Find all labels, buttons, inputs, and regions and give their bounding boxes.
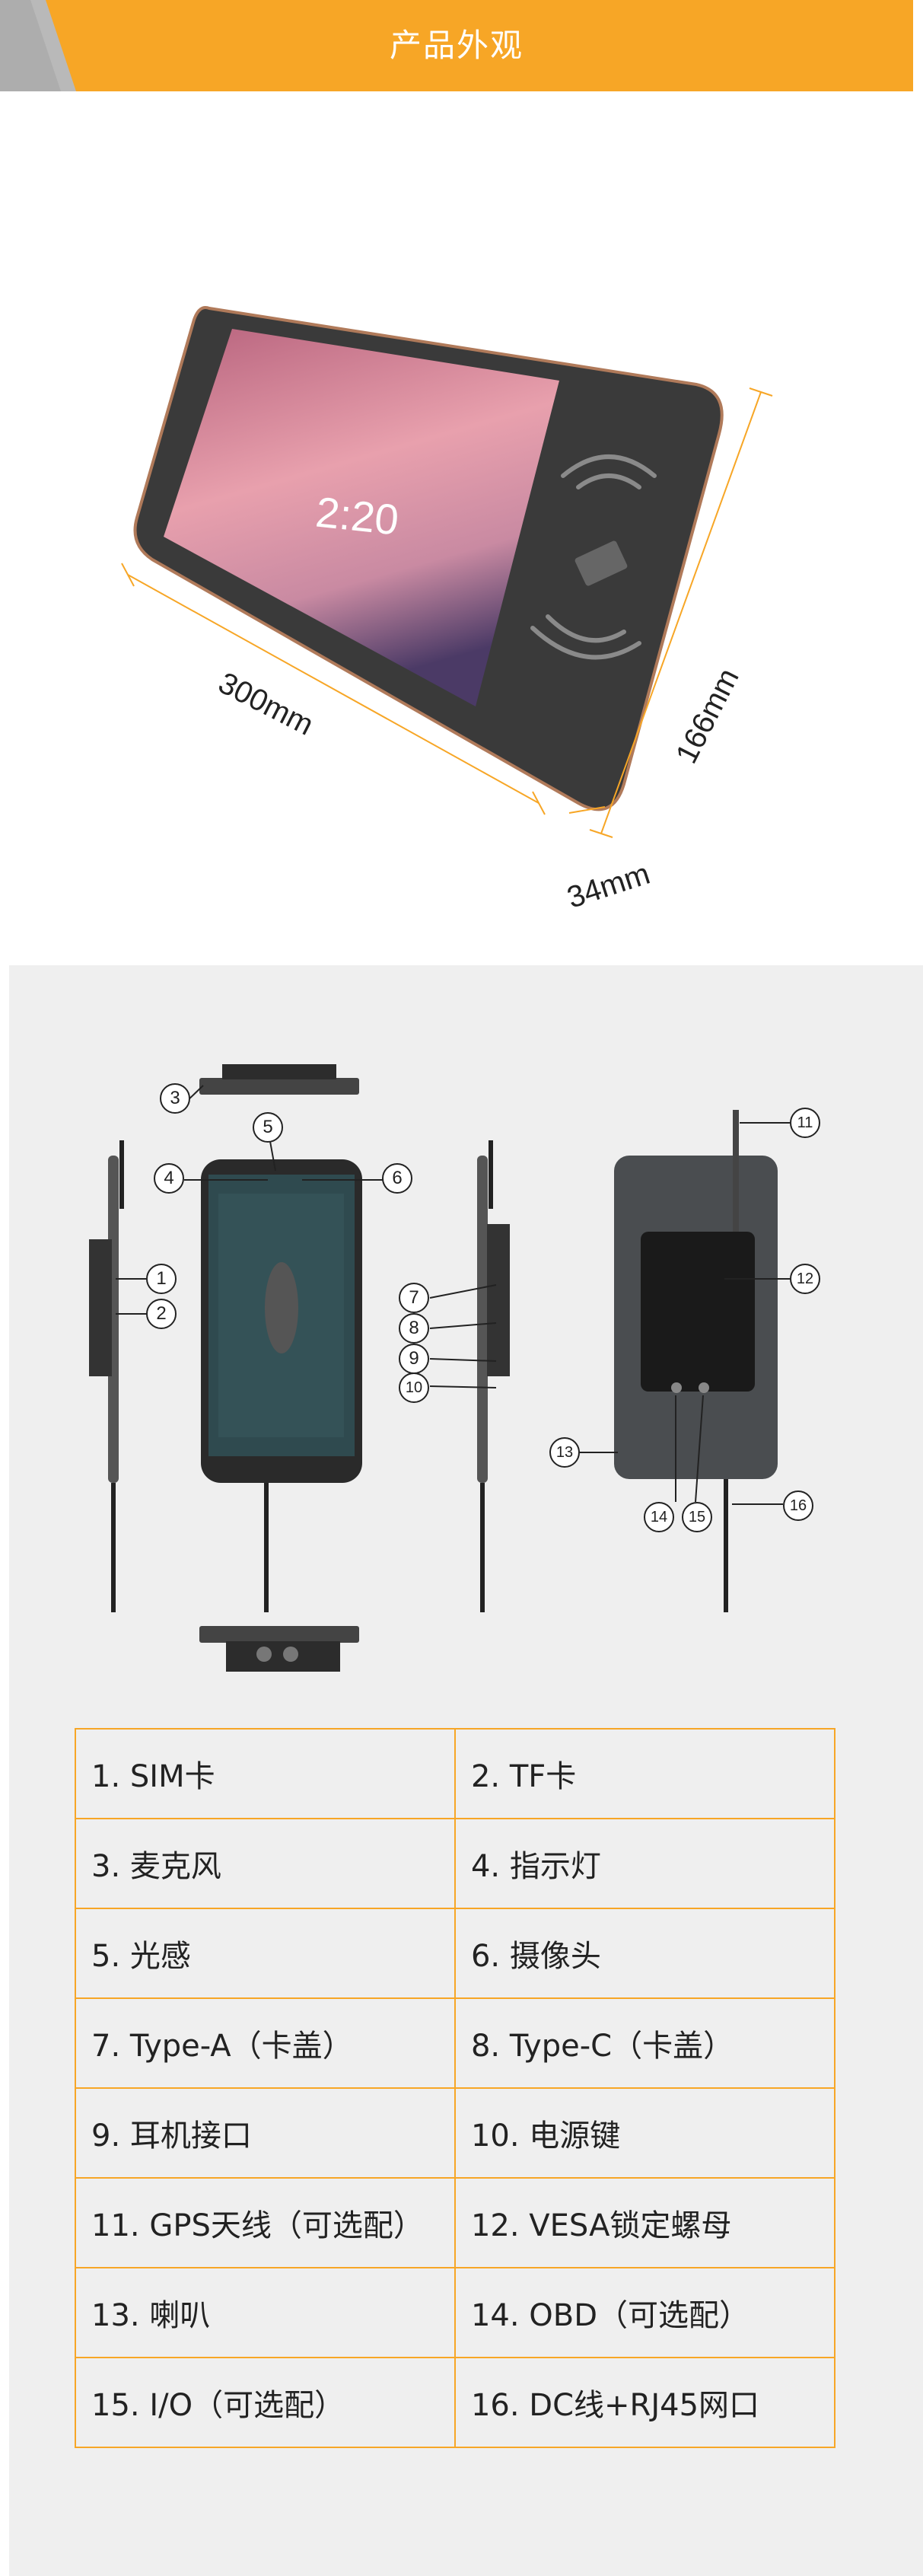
- table-cell: 10. 电源键: [454, 2087, 836, 2179]
- tablet-screen: [164, 329, 559, 706]
- table-cell: 1. SIM卡: [75, 1728, 456, 1819]
- table-cell: 6. 摄像头: [454, 1908, 836, 1999]
- table-cell: 4. 指示灯: [454, 1818, 836, 1909]
- table-cell: 9. 耳机接口: [75, 2087, 456, 2179]
- table-cell: 14. OBD（可选配）: [454, 2267, 836, 2358]
- callout-7: 7: [399, 1283, 429, 1313]
- callout-14: 14: [644, 1502, 674, 1532]
- callout-11: 11: [790, 1108, 820, 1138]
- callout-2: 2: [146, 1299, 177, 1329]
- detail-panel: 3 5 4 6 1 2 7 8 9 10 11 12 13 14 15 16 1…: [9, 965, 923, 2576]
- callout-5: 5: [253, 1112, 283, 1143]
- table-row: 5. 光感 6. 摄像头: [75, 1908, 836, 1999]
- section-header: 产品外观: [0, 0, 913, 91]
- table-cell: 16. DC线+RJ45网口: [454, 2357, 836, 2448]
- table-cell: 3. 麦克风: [75, 1818, 456, 1909]
- callout-12: 12: [790, 1264, 820, 1294]
- callout-6: 6: [382, 1163, 412, 1194]
- screen-clock: 2:20: [314, 487, 401, 544]
- callout-8: 8: [399, 1313, 429, 1344]
- table-cell: 7. Type-A（卡盖）: [75, 1997, 456, 2089]
- header-accent-shape: [0, 0, 76, 91]
- callout-3: 3: [160, 1083, 190, 1114]
- table-cell: 11. GPS天线（可选配）: [75, 2177, 456, 2268]
- table-row: 7. Type-A（卡盖）8. Type-C（卡盖）: [75, 1997, 836, 2089]
- callout-13: 13: [549, 1437, 580, 1468]
- callout-16: 16: [783, 1490, 813, 1521]
- table-row: 3. 麦克风 4. 指示灯: [75, 1818, 836, 1909]
- product-hero: 2:20 300mm 166mm 34mm: [0, 91, 923, 967]
- table-cell: 2. TF卡: [454, 1728, 836, 1819]
- callout-9: 9: [399, 1344, 429, 1374]
- table-cell: 8. Type-C（卡盖）: [454, 1997, 836, 2089]
- multi-view-illustration: [89, 1064, 790, 1672]
- table-cell: 12. VESA锁定螺母: [454, 2177, 836, 2268]
- table-cell: 13. 喇叭: [75, 2267, 456, 2358]
- nfc-icon: [530, 454, 657, 660]
- tablet-illustration: [121, 306, 773, 838]
- table-row: 15. I/O（可选配）16. DC线+RJ45网口: [75, 2357, 836, 2448]
- table-cell: 15. I/O（可选配）: [75, 2357, 456, 2448]
- callout-10: 10: [399, 1372, 429, 1403]
- callout-15: 15: [682, 1502, 712, 1532]
- callout-4: 4: [154, 1163, 184, 1194]
- section-title: 产品外观: [389, 27, 524, 64]
- table-cell: 5. 光感: [75, 1908, 456, 1999]
- callout-1: 1: [146, 1264, 177, 1294]
- table-row: 11. GPS天线（可选配）12. VESA锁定螺母: [75, 2177, 836, 2268]
